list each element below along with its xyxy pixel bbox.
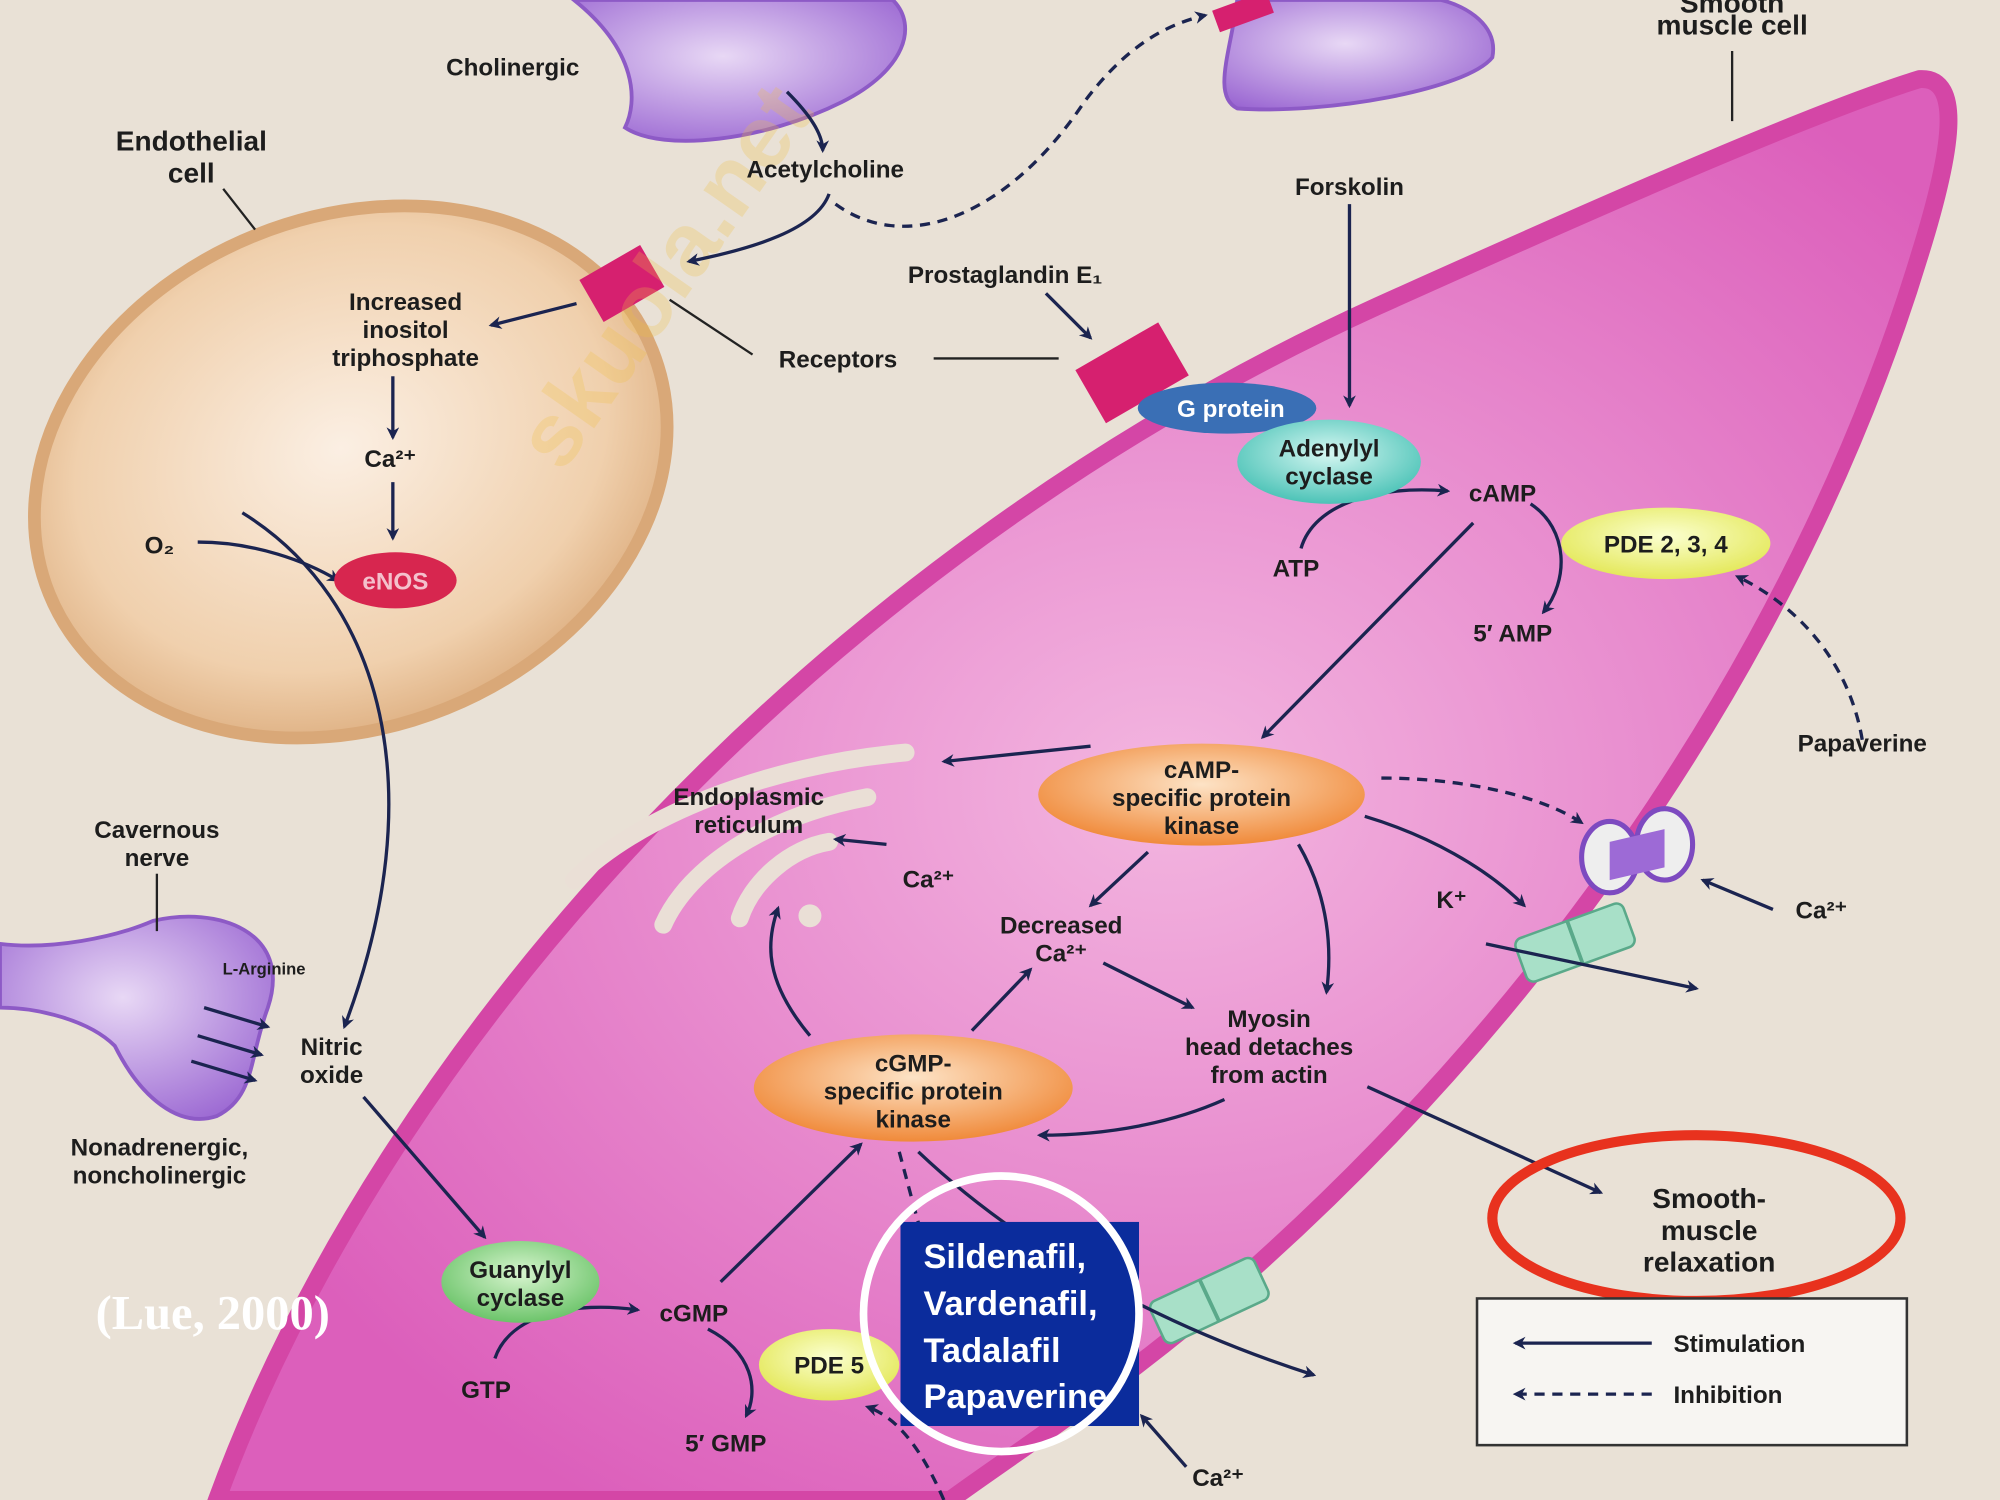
label-ip3-3: triphosphate [332, 345, 479, 372]
label-endothelial-line1: Endothelial [116, 126, 267, 157]
label-camp-pk-3: kinase [1164, 813, 1239, 840]
label-smooth-muscle-line2: muscle cell [1657, 9, 1808, 40]
label-atp: ATP [1273, 556, 1320, 583]
label-camp-pk-2: specific protein [1112, 785, 1291, 812]
label-cgmp-pk-3: kinase [876, 1107, 951, 1134]
label-5-amp: 5′ AMP [1473, 621, 1552, 648]
endothelial-cell [28, 199, 674, 745]
label-ca-channel: Ca²⁺ [1796, 897, 1848, 924]
label-ca-endothelial: Ca²⁺ [364, 446, 416, 473]
enos-enzyme [334, 552, 457, 609]
drug-tadalafil: Tadalafil [923, 1332, 1060, 1370]
label-myosin-2: head detaches [1185, 1034, 1353, 1061]
label-guanylyl-1: Guanylyl [469, 1257, 571, 1284]
label-ip3-1: Increased [349, 289, 462, 316]
label-adenylyl-2: cyclase [1285, 464, 1373, 491]
cholinergic-nerve-terminal [570, 0, 908, 143]
label-er-1: Endoplasmic [673, 784, 824, 811]
drug-vardenafil: Vardenafil, [923, 1285, 1097, 1323]
nerve-terminal-top-right [1222, 0, 1496, 112]
label-pde5: PDE 5 [794, 1353, 864, 1380]
label-camp-pk-1: cAMP- [1164, 757, 1239, 784]
label-decreased-ca-1: Decreased [1000, 913, 1123, 940]
label-nitric-oxide-1: Nitric [301, 1034, 363, 1061]
label-ca-er: Ca²⁺ [903, 867, 955, 894]
label-camp: cAMP [1469, 480, 1536, 507]
label-pde234: PDE 2, 3, 4 [1604, 531, 1728, 558]
label-nanc-2: noncholinergic [73, 1163, 247, 1190]
label-adenylyl-1: Adenylyl [1279, 436, 1380, 463]
label-acetylcholine: Acetylcholine [747, 156, 904, 183]
receptor-endothelial [579, 244, 665, 323]
label-endothelial-line2: cell [168, 157, 215, 188]
receptor-muscle [1075, 322, 1189, 424]
label-smooth-muscle-line1: Smooth [1680, 0, 1784, 19]
citation: (Lue, 2000) [96, 1287, 330, 1340]
label-cgmp-pk-1: cGMP- [875, 1050, 952, 1077]
label-5-gmp: 5′ GMP [685, 1431, 766, 1458]
label-guanylyl-2: cyclase [477, 1285, 565, 1312]
label-enos: eNOS [362, 568, 428, 595]
cgmp-protein-kinase [753, 1034, 1073, 1142]
g-protein [1137, 382, 1317, 434]
label-papaverine: Papaverine [1798, 730, 1927, 757]
label-prostaglandin: Prostaglandin E₁ [908, 262, 1102, 289]
label-cgmp-pk-2: specific protein [824, 1078, 1003, 1105]
label-l-arginine: L-Arginine [223, 959, 306, 978]
label-er-2: reticulum [694, 812, 803, 839]
label-forskolin: Forskolin [1295, 174, 1404, 201]
label-relaxation-1: Smooth- [1652, 1183, 1766, 1214]
label-decreased-ca-2: Ca²⁺ [1035, 941, 1087, 968]
endoplasmic-reticulum [565, 743, 915, 934]
label-receptors: Receptors [779, 346, 897, 373]
arrows [190, 11, 1864, 1500]
label-myosin-1: Myosin [1227, 1006, 1310, 1033]
guanylyl-cyclase [441, 1241, 600, 1323]
label-nitric-oxide-2: oxide [300, 1062, 363, 1089]
label-cgmp: cGMP [660, 1300, 729, 1327]
receptor-top [1212, 0, 1274, 33]
potassium-channel [1579, 806, 1696, 896]
nanc-nerve-terminal [0, 914, 275, 1121]
label-nanc-1: Nonadrenergic, [71, 1135, 249, 1162]
legend-stimulation: Stimulation [1673, 1331, 1805, 1358]
label-myosin-3: from actin [1211, 1062, 1328, 1089]
drug-sildenafil: Sildenafil, [923, 1238, 1086, 1276]
label-o2: O₂ [145, 533, 175, 560]
camp-protein-kinase [1038, 743, 1365, 846]
label-cholinergic: Cholinergic [446, 54, 579, 81]
adenylyl-cyclase [1237, 419, 1421, 504]
label-gtp: GTP [461, 1377, 511, 1404]
label-cavernous-2: nerve [125, 845, 190, 872]
legend: Stimulation Inhibition [1475, 1297, 1909, 1447]
pde-2-3-4 [1561, 507, 1771, 580]
label-g-protein: G protein [1177, 396, 1285, 423]
leader-lines [155, 51, 1734, 932]
label-relaxation-3: relaxation [1643, 1247, 1776, 1278]
label-ca-bottom: Ca²⁺ [1192, 1465, 1244, 1492]
legend-inhibition: Inhibition [1673, 1382, 1782, 1409]
label-k-plus: K⁺ [1436, 887, 1466, 914]
label-cavernous-1: Cavernous [94, 817, 219, 844]
pde5-inhibitors-box: Sildenafil, Vardenafil, Tadalafil Papave… [859, 1172, 1143, 1456]
drug-papaverine: Papaverine [923, 1378, 1107, 1416]
label-ip3-2: inositol [363, 317, 449, 344]
label-relaxation-2: muscle [1661, 1215, 1758, 1246]
